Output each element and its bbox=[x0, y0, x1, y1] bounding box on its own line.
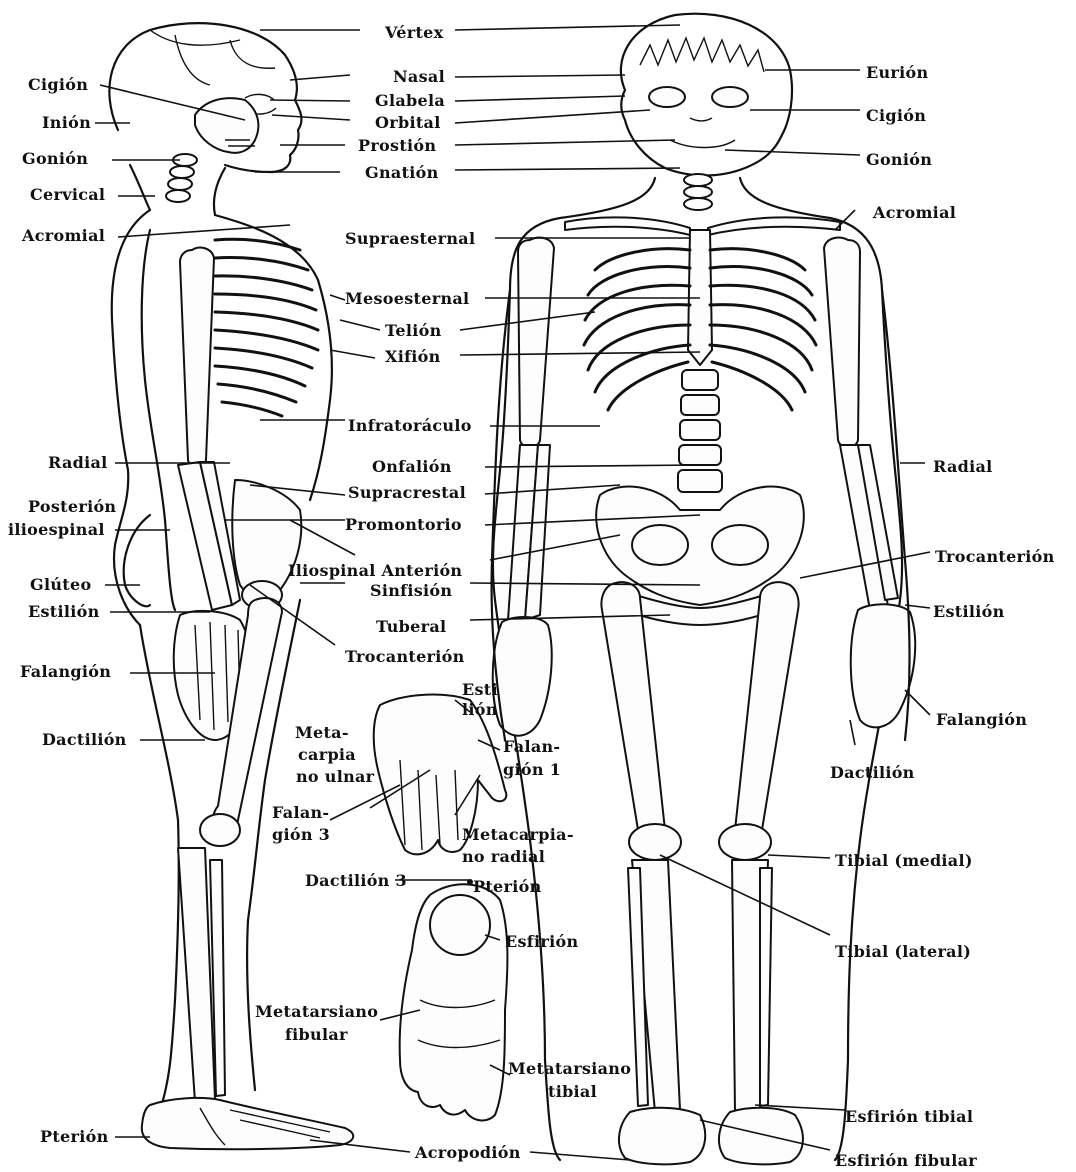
label-tuberal: Tuberal bbox=[376, 617, 446, 636]
label-foot-metatarsiano-fibular-1: Metatarsiano bbox=[255, 1002, 378, 1021]
label-acropodion: Acropodión bbox=[414, 1143, 521, 1162]
label-hand-estilion-1: Esti bbox=[462, 680, 498, 699]
label-telion: Telión bbox=[385, 321, 442, 340]
label-esfirion-tibial: Esfirión tibial bbox=[845, 1107, 973, 1126]
label-hand-metacarpiano-ulnar-2: carpia bbox=[298, 745, 356, 764]
front-cervical-vertebrae bbox=[684, 174, 712, 210]
label-hand-metacarpiano-radial-1: Metacarpia- bbox=[462, 825, 574, 844]
label-nasal: Nasal bbox=[393, 67, 445, 86]
label-tibial-lateral: Tibial (lateral) bbox=[835, 942, 971, 961]
label-right-dactilion: Dactilión bbox=[830, 763, 915, 782]
label-glabela: Glabela bbox=[375, 91, 445, 110]
lumbar-spine bbox=[678, 370, 722, 492]
label-right-falangion: Falangión bbox=[936, 710, 1027, 729]
label-left-gluteo: Glúteo bbox=[30, 575, 91, 594]
label-xifion: Xifión bbox=[385, 347, 441, 366]
label-hand-falangion1-2: gión 1 bbox=[503, 760, 561, 779]
label-supraesternal: Supraesternal bbox=[345, 229, 475, 248]
center-labels: Vértex Nasal Glabela Orbital Prostión Gn… bbox=[288, 23, 475, 666]
label-hand-dactilion3: Dactilión 3 bbox=[305, 871, 407, 890]
label-left-posterion-1: Posterión bbox=[28, 497, 116, 516]
label-left-falangion: Falangión bbox=[20, 662, 111, 681]
label-foot-metatarsiano-fibular-2: fibular bbox=[285, 1025, 348, 1044]
label-iliospinal-anterion: Iliospinal Anterión bbox=[288, 561, 462, 580]
label-promontorio: Promontorio bbox=[345, 515, 462, 534]
label-right-gonion: Gonión bbox=[866, 150, 932, 169]
label-mesoesternal: Mesoesternal bbox=[345, 289, 469, 308]
label-left-posterion-2: ilioespinal bbox=[8, 520, 105, 539]
label-tibial-medial: Tibial (medial) bbox=[835, 851, 973, 870]
label-hand-falangion3-2: gión 3 bbox=[272, 825, 330, 844]
label-onfalion: Onfalión bbox=[372, 457, 452, 476]
label-left-acromial: Acromial bbox=[21, 226, 105, 245]
label-esfirion-fibular: Esfirión fibular bbox=[835, 1151, 977, 1170]
label-infratoraculo: Infratoráculo bbox=[348, 416, 472, 435]
label-left-pterion: Pterión bbox=[40, 1127, 109, 1146]
label-hand-estilion-2: lión bbox=[462, 700, 498, 719]
label-foot-pterion: Pterión bbox=[473, 877, 542, 896]
label-left-inion: Inión bbox=[42, 113, 91, 132]
label-right-acromial: Acromial bbox=[872, 203, 956, 222]
label-sinfision: Sinfisión bbox=[370, 581, 452, 600]
label-right-trocanterion: Trocanterión bbox=[935, 547, 1055, 566]
front-view-figure bbox=[492, 14, 916, 1165]
cervical-vertebrae bbox=[166, 154, 197, 202]
label-foot-metatarsiano-tibial-2: tibial bbox=[548, 1082, 597, 1101]
label-hand-falangion3-1: Falan- bbox=[272, 803, 329, 822]
label-hand-falangion1-1: Falan- bbox=[503, 737, 560, 756]
label-right-radial: Radial bbox=[933, 457, 993, 476]
label-gnation: Gnatión bbox=[365, 163, 439, 182]
foot-detail bbox=[400, 879, 508, 1120]
label-hand-metacarpiano-ulnar-3: no ulnar bbox=[296, 767, 375, 786]
label-right-eurion: Eurión bbox=[866, 63, 929, 82]
label-prostion: Prostión bbox=[358, 136, 436, 155]
label-trocanterion-center: Trocanterión bbox=[345, 647, 465, 666]
label-hand-metacarpiano-radial-2: no radial bbox=[462, 847, 545, 866]
label-foot-metatarsiano-tibial-1: Metatarsiano bbox=[508, 1059, 631, 1078]
label-hand-metacarpiano-ulnar-1: Meta- bbox=[295, 723, 349, 742]
label-left-estilion: Estilión bbox=[28, 602, 100, 621]
side-ribcage bbox=[215, 239, 318, 416]
label-right-cigion: Cigión bbox=[866, 106, 926, 125]
label-foot-esfirion: Esfirión bbox=[505, 932, 578, 951]
label-left-gonion: Gonión bbox=[22, 149, 88, 168]
label-right-estilion: Estilión bbox=[933, 602, 1005, 621]
label-left-cigion: Cigión bbox=[28, 75, 88, 94]
side-view-figure bbox=[109, 23, 353, 1149]
label-supracrestal: Supracrestal bbox=[348, 483, 466, 502]
label-left-dactilion: Dactilión bbox=[42, 730, 127, 749]
label-left-cervical: Cervical bbox=[30, 185, 105, 204]
label-vertex: Vértex bbox=[384, 23, 444, 42]
label-orbital: Orbital bbox=[375, 113, 441, 132]
label-left-radial: Radial bbox=[48, 453, 108, 472]
